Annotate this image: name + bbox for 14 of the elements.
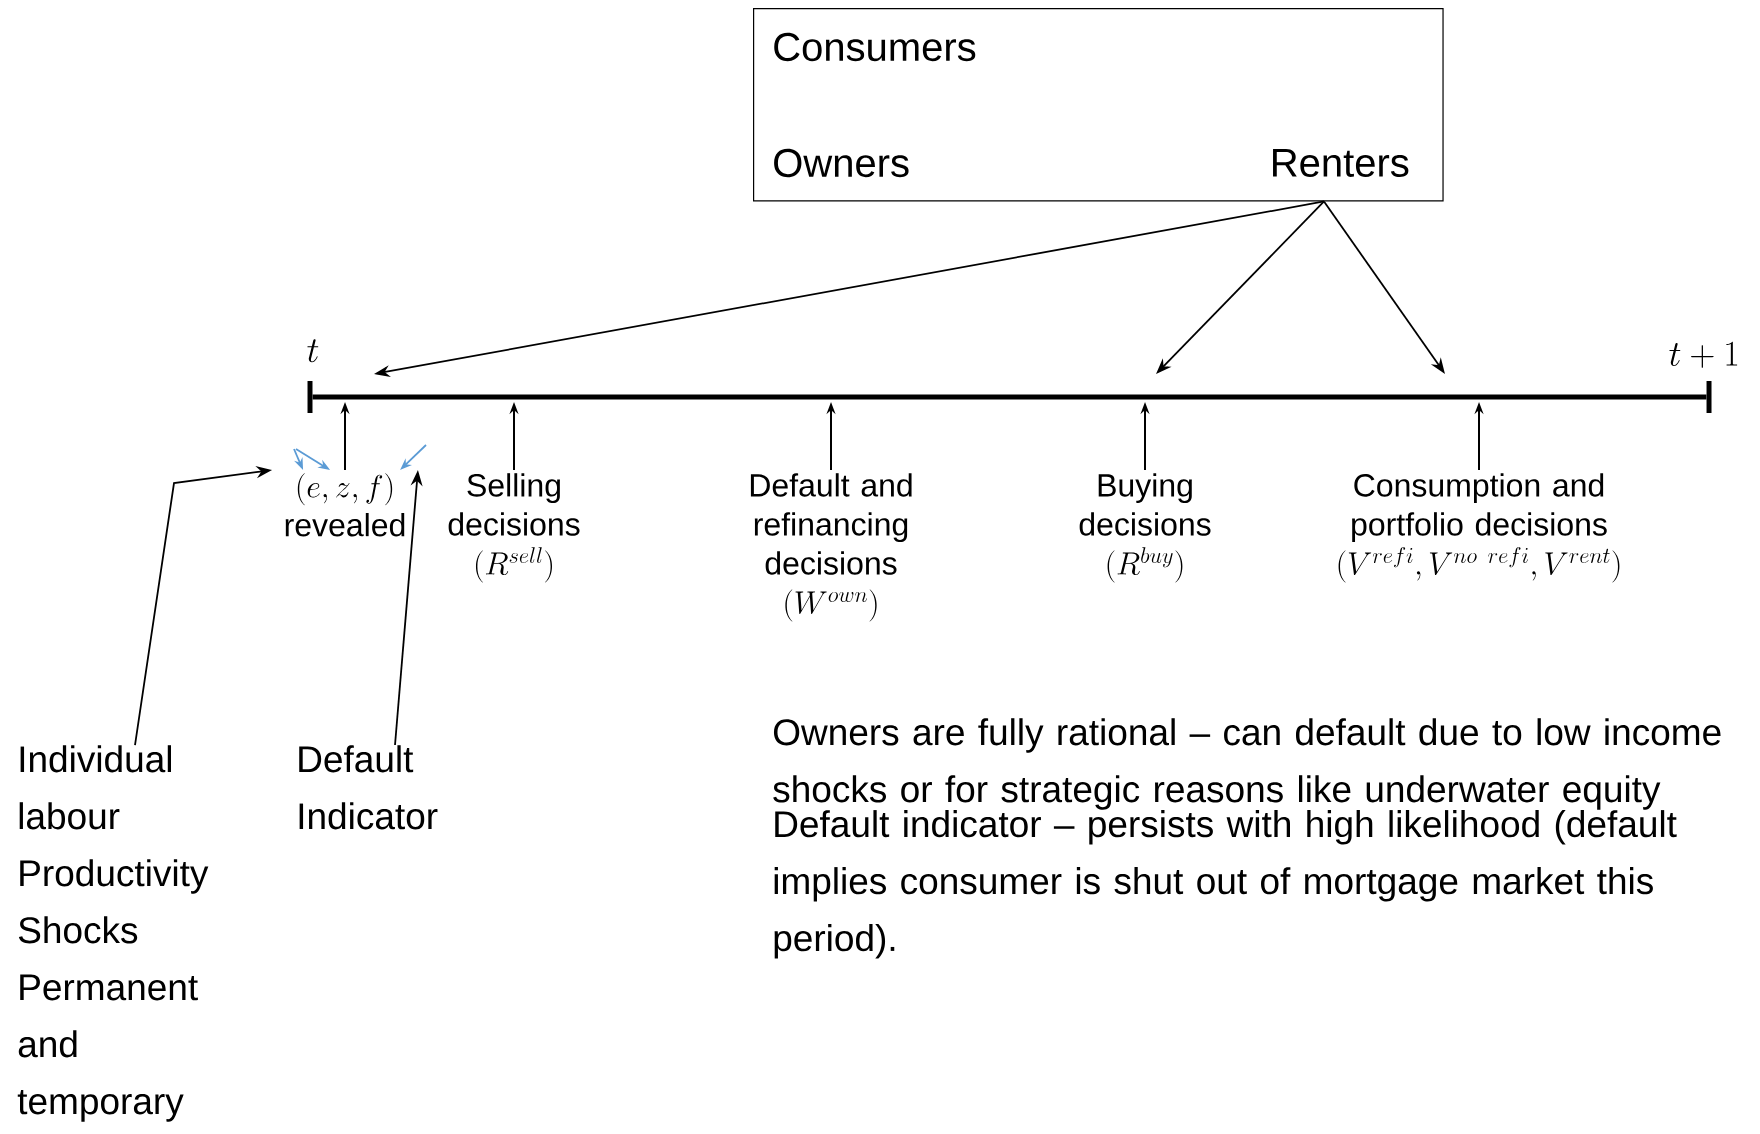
text-label: Default Indicator: [299, 745, 438, 830]
time-label: $t+1$: [1669, 341, 1738, 368]
note-text: Default indicator – persists with high likelihood (default implies consumer is shut out of mortgage market this period).: [774, 810, 1677, 959]
timeline: [307, 381, 1712, 413]
event-label: $(e, z, f)$ revealed: [285, 473, 405, 537]
event-label: Selling decisions $(R^{sell})$: [448, 473, 580, 583]
event-label: Consumption and portfolio decisions $(V^{refi},V^{no\ refi},V^{rent})$: [1338, 473, 1620, 583]
text-label: Individual labour Productivity Shocks Permanent and temporary: [17, 745, 209, 1122]
arrow: [1156, 200, 1325, 374]
note-text: Owners are fully rational – can default due to low income shocks or for strategic reasons like underwater equity: [773, 718, 1721, 810]
consumer-box: Consumers Owners Renters: [753, 8, 1444, 202]
event-label: Default and refinancing decisions $(W^{own})$: [750, 473, 912, 622]
event-label: Buying decisions $(R^{buy})$: [1079, 473, 1211, 583]
time-label: $t$: [307, 339, 319, 363]
